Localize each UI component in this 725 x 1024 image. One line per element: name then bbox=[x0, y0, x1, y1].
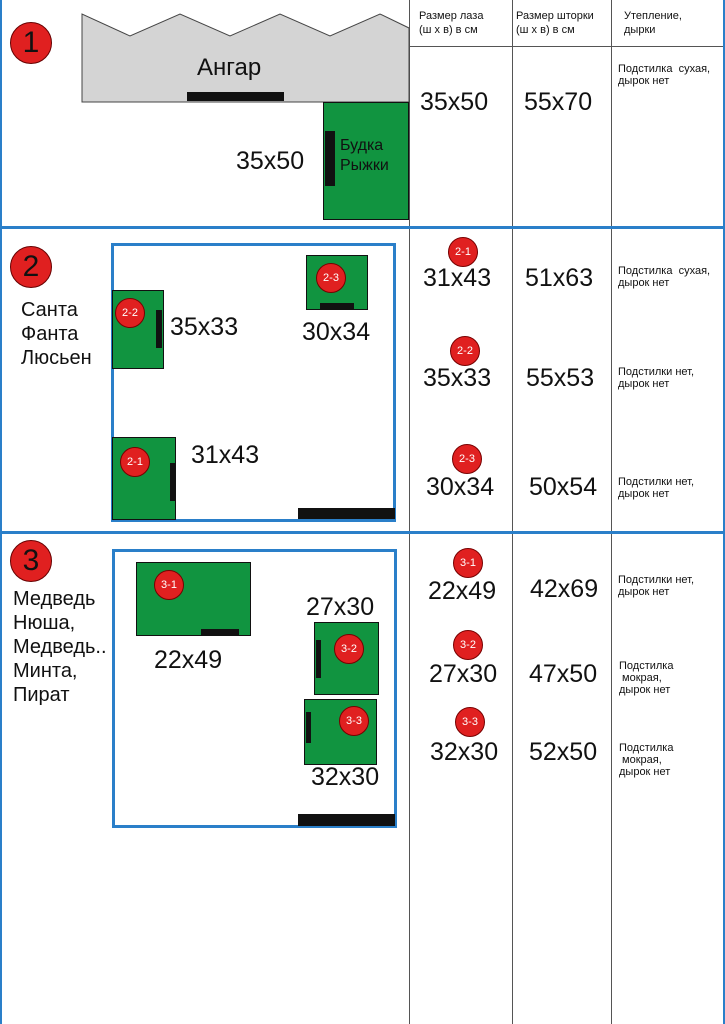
row-3-3-note: Подстилка мокрая, дырок нет bbox=[619, 742, 674, 778]
section-1-number: 1 bbox=[10, 22, 52, 64]
booth-2-3-badge: 2-3 bbox=[316, 263, 346, 293]
booth-3-1-dimension: 22x49 bbox=[154, 646, 223, 674]
section-3-number: 3 bbox=[10, 540, 52, 582]
row-3-2-note: Подстилка мокрая, дырок нет bbox=[619, 660, 674, 696]
s1-note: Подстилка сухая, дырок нет bbox=[618, 63, 711, 87]
row-3-3-badge: 3-3 bbox=[455, 707, 485, 737]
row-2-1-badge: 2-1 bbox=[448, 237, 478, 267]
booth-2-2-badge: 2-2 bbox=[115, 298, 145, 328]
booth-3-3-door bbox=[306, 712, 311, 743]
row-3-3-curtain: 52x50 bbox=[529, 738, 598, 766]
column-divider-2 bbox=[512, 0, 513, 1024]
section-separator-2 bbox=[0, 531, 725, 534]
row-3-3-hole: 32x30 bbox=[430, 738, 499, 766]
row-2-1-note: Подстилка сухая, дырок нет bbox=[618, 265, 711, 289]
header-curtain-size: Размер шторки (ш х в) в см bbox=[516, 10, 594, 36]
section-2-number: 2 bbox=[10, 246, 52, 288]
header-underline bbox=[409, 46, 723, 47]
booth-2-1-dimension: 31x43 bbox=[191, 441, 260, 469]
row-3-1-hole: 22x49 bbox=[428, 577, 497, 605]
row-2-2-badge: 2-2 bbox=[450, 336, 480, 366]
row-2-3-note: Подстилки нет, дырок нет bbox=[618, 476, 695, 500]
room-2-door bbox=[298, 508, 395, 519]
hangar-shape bbox=[81, 13, 410, 103]
booth-2-2-dimension: 35x33 bbox=[170, 313, 239, 341]
row-3-1-curtain: 42x69 bbox=[530, 575, 599, 603]
left-border bbox=[0, 0, 2, 1024]
booth-3-1-door bbox=[201, 629, 239, 635]
booth-2-2-door bbox=[156, 310, 162, 348]
booth-3-1-badge: 3-1 bbox=[154, 570, 184, 600]
row-3-2-hole: 27x30 bbox=[429, 660, 498, 688]
booth-ryzhka-label: Будка Рыжки bbox=[340, 137, 389, 174]
hangar-door bbox=[187, 92, 284, 101]
row-2-1-curtain: 51x63 bbox=[525, 264, 594, 292]
s1-curtain-size: 55x70 bbox=[524, 88, 593, 116]
row-2-2-hole: 35x33 bbox=[423, 364, 492, 392]
booth-2-1-door bbox=[170, 463, 176, 501]
row-2-3-curtain: 50x54 bbox=[529, 473, 598, 501]
column-divider-3 bbox=[611, 0, 612, 1024]
booth-ryzhka-dimension: 35x50 bbox=[236, 147, 305, 175]
booth-3-3-dimension: 32x30 bbox=[311, 763, 380, 791]
booth-3-3-badge: 3-3 bbox=[339, 706, 369, 736]
row-3-1-badge: 3-1 bbox=[453, 548, 483, 578]
booth-3-2-door bbox=[316, 640, 321, 678]
room-3-door bbox=[298, 814, 395, 826]
booth-3-2-dimension: 27x30 bbox=[306, 593, 375, 621]
booth-2-3-door bbox=[320, 303, 354, 309]
section-separator-1 bbox=[0, 226, 725, 229]
row-3-1-note: Подстилки нет, дырок нет bbox=[618, 574, 695, 598]
row-2-2-curtain: 55x53 bbox=[526, 364, 595, 392]
section-2-pets: Санта Фанта Люсьен bbox=[21, 299, 92, 369]
section-3-pets: Медведь Нюша, Медведь.. Минта, Пират bbox=[13, 588, 107, 706]
row-2-3-badge: 2-3 bbox=[452, 444, 482, 474]
row-2-3-hole: 30x34 bbox=[426, 473, 495, 501]
booth-3-2-badge: 3-2 bbox=[334, 634, 364, 664]
booth-3-1 bbox=[136, 562, 251, 636]
header-insulation: Утепление, дырки bbox=[624, 10, 682, 36]
column-divider-1 bbox=[409, 0, 410, 1024]
booth-2-1-badge: 2-1 bbox=[120, 447, 150, 477]
row-2-2-note: Подстилки нет, дырок нет bbox=[618, 366, 695, 390]
row-3-2-curtain: 47x50 bbox=[529, 660, 598, 688]
s1-hole-size: 35x50 bbox=[420, 88, 489, 116]
booth-ryzhka-door bbox=[325, 131, 335, 186]
right-border bbox=[723, 0, 725, 1024]
hangar-label: Ангар bbox=[197, 54, 262, 81]
booth-3-3 bbox=[304, 699, 377, 765]
booth-2-3-dimension: 30x34 bbox=[302, 318, 371, 346]
header-hole-size: Размер лаза (ш х в) в см bbox=[419, 10, 484, 36]
row-3-2-badge: 3-2 bbox=[453, 630, 483, 660]
booth-ryzhka bbox=[323, 102, 409, 220]
row-2-1-hole: 31x43 bbox=[423, 264, 492, 292]
